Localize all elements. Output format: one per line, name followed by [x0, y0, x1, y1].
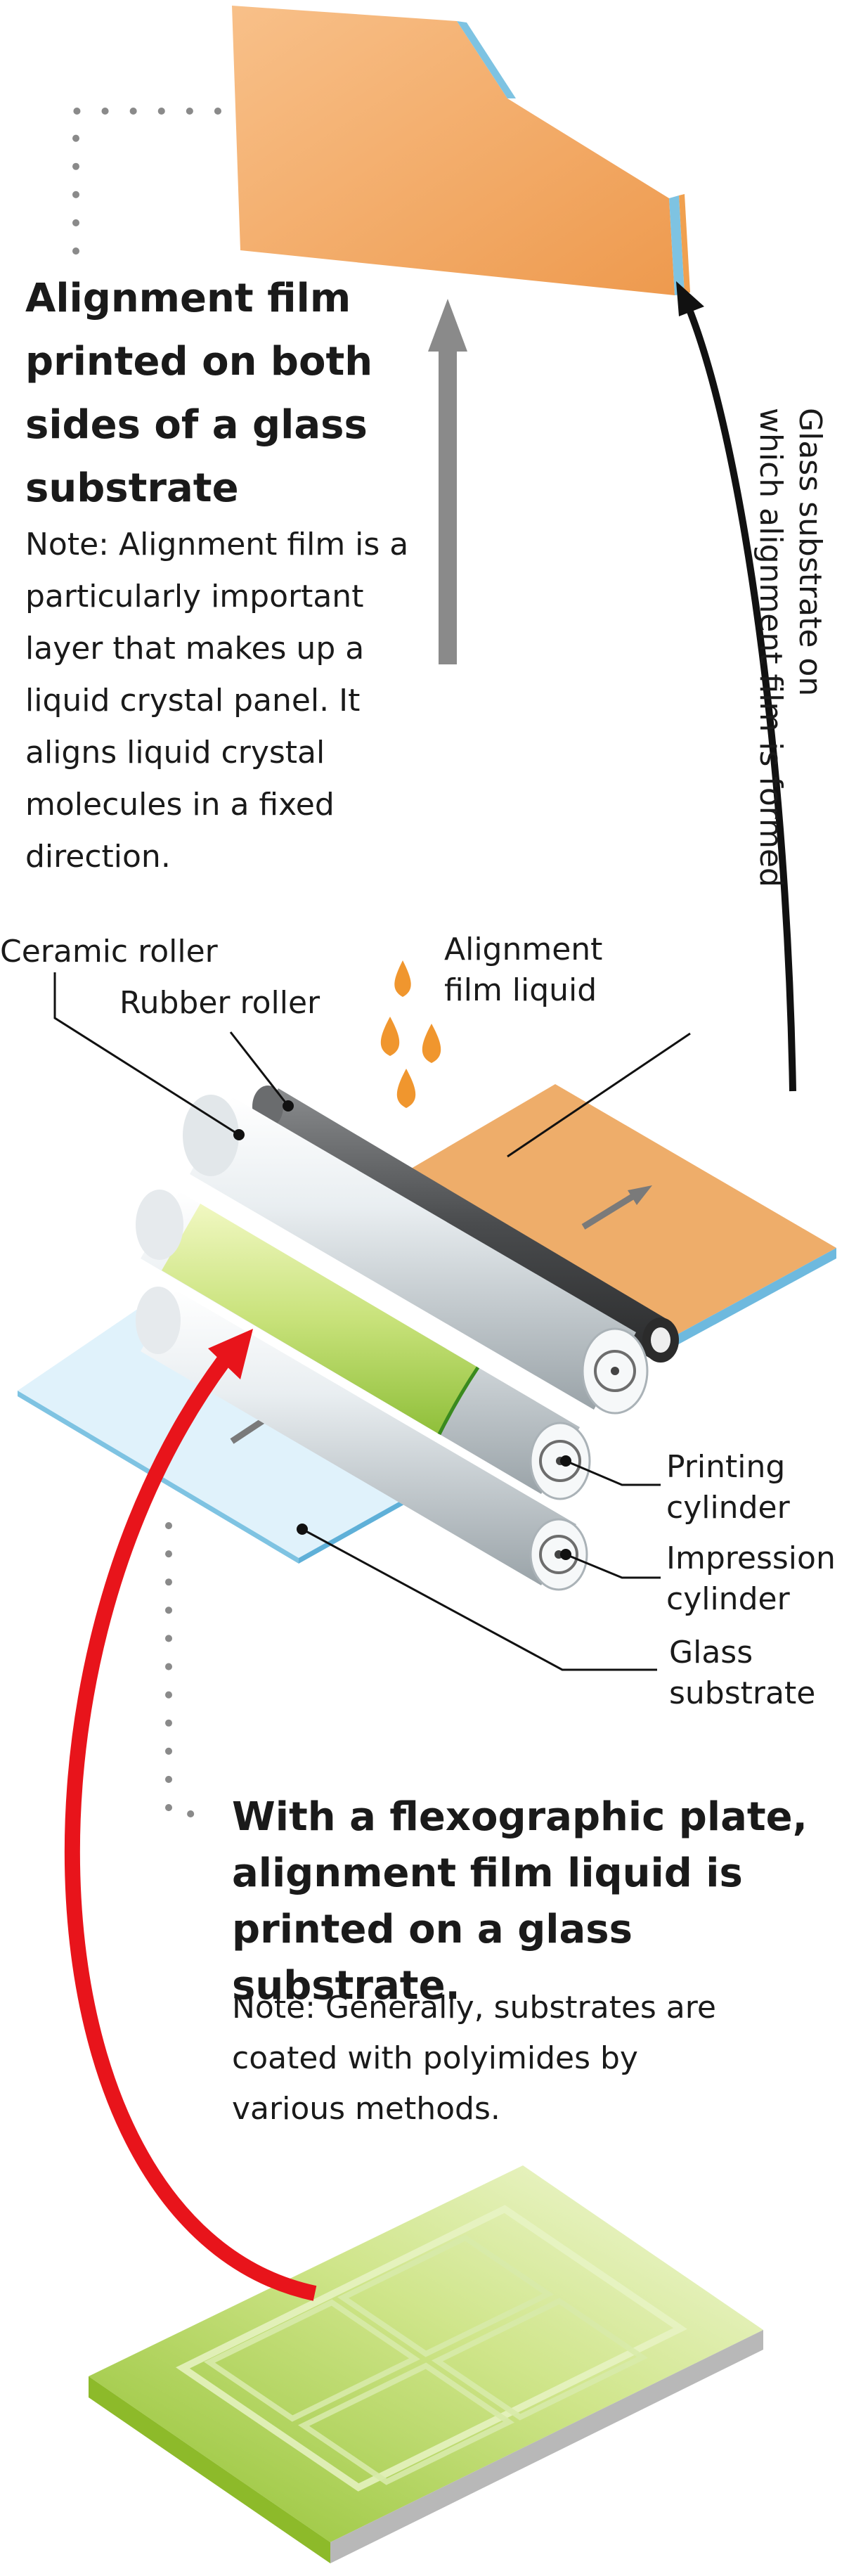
- impression-cylinder: [136, 1287, 588, 1591]
- rubber-roller-label: Rubber roller: [119, 985, 320, 1021]
- printing-cylinder-label-line1: Printing: [666, 1449, 786, 1485]
- glass-substrate-label: Glass substrate: [669, 1632, 815, 1714]
- impression-cylinder-label-line2: cylinder: [666, 1581, 790, 1617]
- printing-cylinder-label-line2: cylinder: [666, 1490, 790, 1526]
- alignment-liquid-label: Alignment film liquid: [444, 929, 602, 1011]
- dotted-connector-bottom: [165, 1522, 213, 1817]
- dotted-connector-top: [72, 108, 221, 265]
- glass-substrate-label-line1: Glass: [669, 1635, 753, 1670]
- top-section-note: Note: Alignment film is a particularly i…: [25, 527, 409, 875]
- glass-substrate-label-line2: substrate: [669, 1675, 816, 1711]
- leader-lines: [53, 972, 691, 1671]
- printing-cylinder-label: Printing cylinder: [666, 1447, 790, 1528]
- black-curved-arrow: [676, 281, 796, 1092]
- coated-glass-substrate: [232, 6, 690, 295]
- ceramic-roller-label: Ceramic roller: [0, 934, 218, 970]
- rotation-arrows: [539, 1350, 636, 1574]
- impression-cylinder-label: Impression cylinder: [666, 1538, 836, 1620]
- leader-line-dots: [233, 1100, 571, 1560]
- substrate-direction-arrow-back: [581, 1185, 652, 1230]
- glass-substrate-coated-back: [408, 1084, 836, 1346]
- alignment-liquid-label-line1: Alignment: [444, 932, 603, 967]
- flexographic-plate: [89, 2165, 763, 2563]
- impression-cylinder-label-line1: Impression: [666, 1540, 836, 1576]
- bottom-section-title: With a flexographic plate, alignment fil…: [232, 1794, 808, 2009]
- vertical-label-line1: Glass substrate on: [792, 408, 828, 697]
- top-section-title: Alignment film printed on both sides of …: [25, 276, 373, 511]
- vertical-label-line2: which alignment film is formed: [753, 408, 789, 887]
- alignment-liquid-label-line2: film liquid: [444, 972, 597, 1008]
- vertical-label: Glass substrate on which alignment film …: [745, 408, 829, 900]
- bottom-section-note: Note: Generally, substrates are coated w…: [232, 1990, 716, 2127]
- alignment-liquid-drops: [380, 960, 441, 1108]
- red-curved-arrow: [64, 1329, 317, 2301]
- gray-up-arrow: [428, 299, 467, 664]
